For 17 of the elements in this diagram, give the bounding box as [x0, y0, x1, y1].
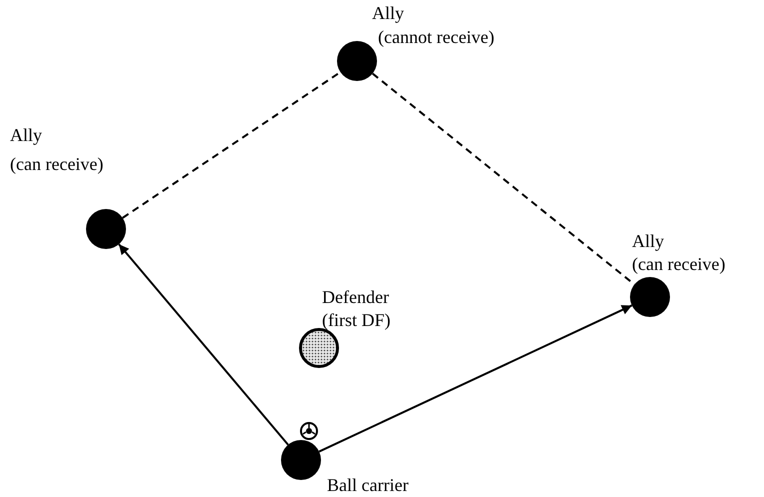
player-label: (first DF)	[322, 311, 390, 329]
player-marker	[281, 440, 321, 480]
player-label: (can receive)	[632, 255, 726, 273]
player-marker	[86, 209, 126, 249]
pass-arrow	[318, 304, 632, 452]
player-label: (cannot receive)	[378, 28, 494, 46]
pass-arrow	[118, 244, 289, 446]
player-marker	[630, 277, 670, 317]
passing-lane-line	[122, 71, 341, 219]
player-label: Ally	[10, 126, 42, 144]
player-label: Ally	[372, 4, 404, 22]
player-label: Ally	[632, 232, 664, 250]
player-label: Ball carrier	[327, 476, 408, 494]
player-label: Defender	[322, 288, 389, 306]
defender-marker	[299, 328, 339, 368]
player-marker	[337, 41, 377, 81]
player-label: (can receive)	[10, 155, 104, 173]
